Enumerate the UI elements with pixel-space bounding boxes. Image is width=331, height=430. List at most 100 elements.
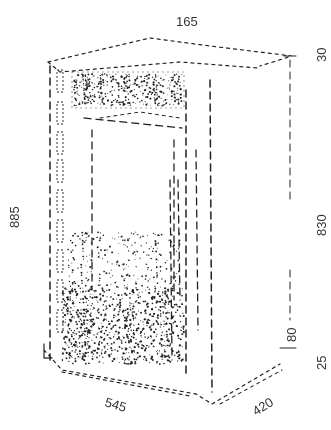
texture-dot bbox=[100, 328, 102, 329]
grill-dot bbox=[84, 73, 86, 76]
texture-dot bbox=[165, 268, 168, 270]
texture-dot bbox=[135, 338, 137, 341]
texture-dot bbox=[154, 244, 157, 246]
texture-dot bbox=[148, 313, 152, 316]
grill-dot bbox=[82, 83, 85, 85]
edge-mark bbox=[56, 101, 64, 125]
texture-dot bbox=[134, 301, 136, 303]
texture-dot bbox=[71, 357, 73, 359]
texture-dot bbox=[87, 340, 89, 343]
texture-dot bbox=[90, 330, 92, 332]
texture-dot bbox=[73, 317, 75, 319]
grill-dot bbox=[83, 90, 85, 92]
texture-dot bbox=[165, 294, 168, 298]
grill-dot bbox=[87, 78, 90, 81]
texture-dot bbox=[100, 336, 103, 339]
texture-dot bbox=[151, 302, 154, 305]
texture-dot bbox=[110, 296, 112, 298]
texture-dot bbox=[93, 342, 96, 345]
texture-dot bbox=[138, 355, 141, 358]
texture-dot bbox=[105, 329, 107, 332]
texture-dot bbox=[66, 298, 70, 301]
texture-dot bbox=[134, 231, 136, 233]
grill-dot bbox=[89, 101, 92, 103]
texture-dot bbox=[108, 337, 110, 339]
grill-dot bbox=[122, 87, 124, 89]
grill-dot bbox=[78, 103, 81, 106]
grill-dot bbox=[155, 86, 158, 88]
grill-dot bbox=[155, 75, 157, 77]
grill-dot bbox=[82, 78, 84, 80]
texture-dot bbox=[62, 307, 65, 309]
texture-dot bbox=[98, 280, 101, 282]
texture-dot bbox=[172, 276, 175, 279]
texture-dot bbox=[84, 351, 87, 354]
texture-dot bbox=[82, 354, 84, 356]
texture-dot bbox=[100, 322, 102, 324]
texture-dot bbox=[179, 338, 182, 341]
texture-dot bbox=[81, 357, 84, 360]
grill-dot bbox=[171, 90, 174, 93]
texture-dot bbox=[162, 312, 165, 315]
grill-dot bbox=[89, 91, 91, 94]
grill-dot bbox=[149, 87, 152, 90]
grill-dot bbox=[151, 76, 154, 79]
texture-dot bbox=[182, 312, 184, 314]
texture-dot bbox=[163, 344, 165, 347]
texture-dot bbox=[89, 321, 91, 323]
grill-dot bbox=[82, 103, 84, 105]
texture-dot bbox=[136, 351, 139, 354]
texture-dot bbox=[164, 345, 166, 347]
texture-dot bbox=[126, 315, 129, 318]
grill-dot bbox=[173, 96, 176, 99]
texture-dot bbox=[91, 339, 93, 341]
texture-dot bbox=[148, 254, 150, 256]
texture-dot bbox=[156, 274, 159, 277]
texture-dot bbox=[91, 320, 93, 323]
texture-dot bbox=[126, 335, 129, 338]
texture-dot bbox=[84, 362, 87, 365]
texture-dot bbox=[156, 292, 160, 296]
texture-dot bbox=[124, 287, 126, 289]
texture-dot bbox=[169, 333, 171, 335]
texture-dot bbox=[156, 265, 158, 267]
texture-dot bbox=[82, 287, 84, 289]
grill-dot bbox=[145, 84, 148, 87]
texture-dot bbox=[79, 318, 82, 321]
texture-dot bbox=[65, 303, 68, 305]
texture-dot bbox=[106, 284, 108, 287]
texture-dot bbox=[166, 339, 169, 342]
grill-dot bbox=[170, 76, 172, 79]
grill-dot bbox=[143, 80, 146, 83]
grill-dot bbox=[132, 84, 134, 86]
texture-dot bbox=[111, 360, 114, 363]
grill-dot bbox=[112, 99, 115, 102]
texture-dot bbox=[100, 330, 103, 333]
grill-dot bbox=[84, 79, 87, 82]
texture-dot bbox=[129, 318, 132, 322]
grill-dot bbox=[142, 92, 144, 95]
texture-dot bbox=[143, 345, 145, 348]
grill-dot bbox=[145, 103, 148, 106]
texture-dot bbox=[152, 247, 154, 250]
grill-dot bbox=[179, 93, 182, 96]
texture-dot bbox=[157, 234, 159, 236]
grill-dot bbox=[152, 83, 155, 86]
grill-dot bbox=[117, 85, 120, 88]
texture-dot bbox=[171, 317, 174, 320]
texture-dot bbox=[81, 282, 83, 284]
texture-dot bbox=[163, 349, 166, 351]
texture-dot bbox=[67, 361, 69, 362]
texture-dot bbox=[166, 260, 168, 262]
grill-dot bbox=[159, 84, 162, 87]
texture-dot bbox=[146, 344, 148, 347]
texture-dot bbox=[145, 321, 149, 324]
grill-dot bbox=[123, 80, 125, 82]
upper-grill-panel bbox=[71, 71, 185, 109]
texture-dot bbox=[69, 299, 71, 301]
grill-dot bbox=[112, 78, 115, 81]
texture-dot bbox=[81, 239, 84, 242]
grill-dot bbox=[110, 101, 113, 104]
texture-dot bbox=[84, 328, 86, 330]
texture-dot bbox=[82, 315, 85, 318]
